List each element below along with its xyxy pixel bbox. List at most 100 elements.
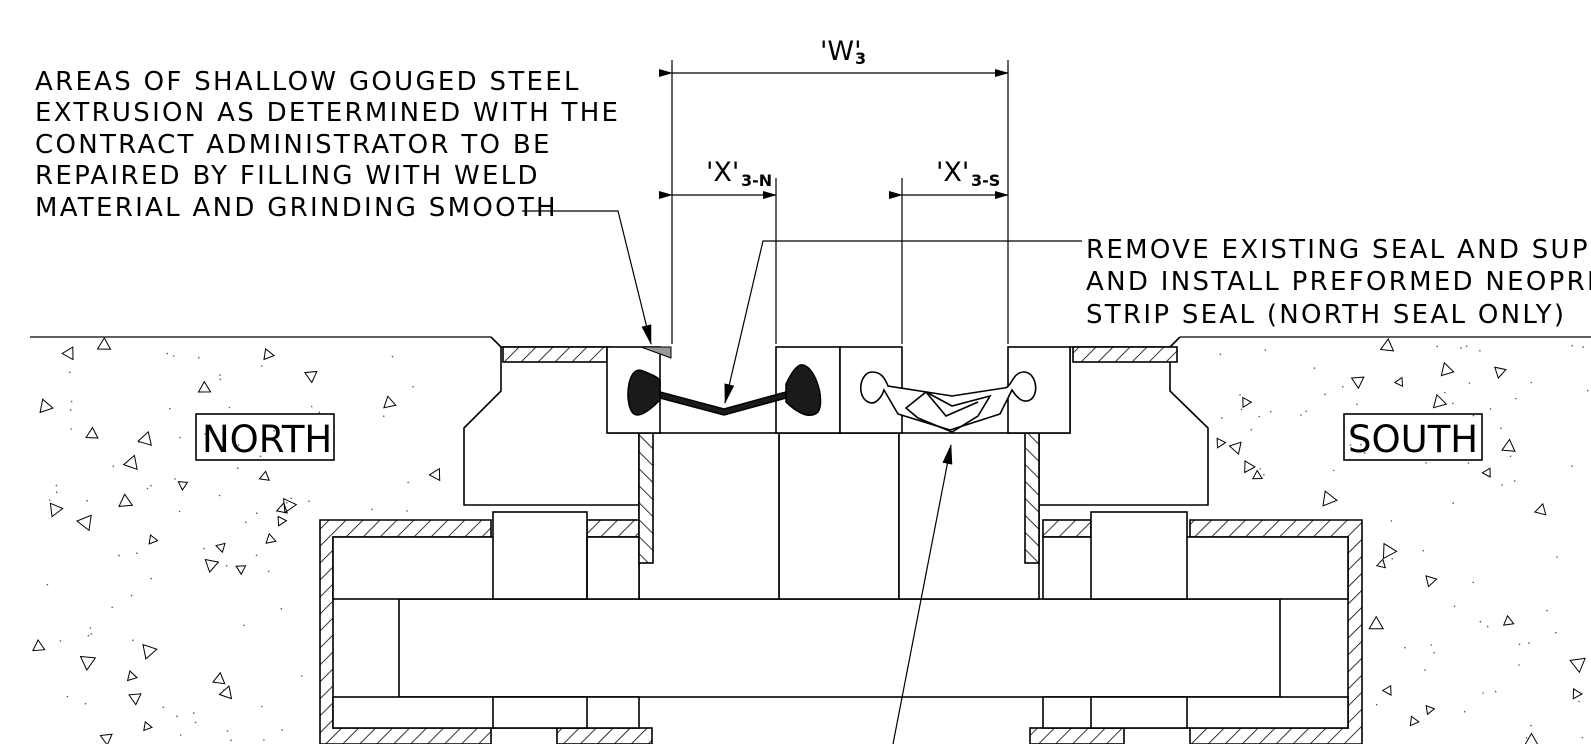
aggregate-dot	[1518, 643, 1521, 646]
aggregate-dot	[261, 705, 263, 708]
aggregate-dot	[1436, 345, 1438, 348]
aggregate-dot	[179, 734, 182, 736]
dimension-x3s-main: 'X'	[936, 157, 969, 188]
aggregate-dot	[407, 481, 409, 484]
aggregate-dot	[219, 378, 222, 381]
aggregate-dot	[1530, 724, 1532, 727]
seal-note-line-3: STRIP SEAL (NORTH SEAL ONLY)	[1086, 300, 1566, 330]
seal-note-leader	[724, 240, 1082, 404]
aggregate-dot	[1500, 427, 1502, 430]
aggregate-triangle	[1228, 441, 1242, 456]
aggregate-triangle	[1432, 393, 1448, 409]
aggregate-dot	[138, 441, 140, 444]
aggregate-triangle	[1375, 558, 1387, 569]
aggregate-dot	[55, 484, 58, 487]
aggregate-dot	[1546, 609, 1548, 612]
aggregate-dot	[225, 565, 228, 567]
dimension-x3n: 'X' 3-N	[706, 157, 772, 190]
aggregate-triangle	[1425, 575, 1438, 588]
aggregate-dot	[1465, 345, 1468, 348]
aggregate-dot	[1443, 391, 1446, 394]
aggregate-dot	[59, 640, 62, 642]
aggregate-dot	[281, 729, 283, 731]
aggregate-triangle	[235, 565, 247, 576]
aggregate-dot	[1578, 700, 1580, 703]
aggregate-dot	[1489, 408, 1492, 410]
aggregate-dot	[173, 355, 175, 357]
aggregate-dot	[273, 430, 275, 432]
aggregate-dot	[226, 730, 229, 732]
aggregate-dot	[1259, 468, 1261, 470]
aggregate-triangle	[263, 347, 276, 361]
aggregate-dot	[1250, 428, 1253, 431]
aggregate-dot	[49, 499, 51, 502]
aggregate-dot	[237, 467, 239, 470]
aggregate-triangle	[215, 542, 226, 554]
aggregate-dot	[1530, 381, 1532, 384]
repair-note-leader	[522, 210, 652, 345]
aggregate-dot	[69, 371, 71, 374]
aggregate-dot	[66, 695, 69, 698]
aggregate-triangle	[1501, 438, 1516, 452]
aggregate-dot	[218, 494, 221, 497]
aggregate-dot	[230, 739, 232, 741]
aggregate-dot	[308, 500, 310, 503]
aggregate-triangle	[148, 534, 159, 545]
aggregate-dot	[1422, 549, 1425, 552]
dimension-w3-main: 'W'	[820, 36, 862, 67]
aggregate-dot	[391, 355, 394, 358]
aggregate-dot	[169, 407, 171, 410]
aggregate-dot	[1360, 443, 1362, 446]
aggregate-dot	[245, 521, 247, 523]
aggregate-dot	[90, 633, 93, 635]
aggregate-dot	[237, 444, 240, 446]
aggregate-triangle	[79, 655, 97, 671]
dimension-x3s-sub: 3-S	[971, 171, 1000, 190]
aggregate-dot	[1433, 651, 1435, 654]
aggregate-dot	[150, 484, 152, 487]
aggregate-dot	[1513, 480, 1516, 482]
aggregate-dot	[301, 675, 303, 677]
repair-note-line-4: REPAIRED BY FILLING WITH WELD	[35, 161, 540, 191]
aggregate-dot	[259, 455, 262, 458]
repair-note: AREAS OF SHALLOW GOUGED STEEL EXTRUSION …	[35, 67, 652, 345]
aggregate-dot	[1239, 394, 1241, 396]
aggregate-triangle	[1251, 469, 1263, 480]
aggregate-triangle	[197, 380, 212, 393]
aggregate-triangle	[1322, 490, 1338, 507]
aggregate-dot	[290, 497, 293, 500]
aggregate-dot	[146, 487, 149, 490]
aggregate-triangle	[96, 336, 112, 350]
aggregate-dot	[255, 554, 258, 557]
dimension-x3n-sub: 3-N	[741, 171, 772, 190]
aggregate-dot	[267, 570, 270, 573]
aggregate-triangle	[126, 670, 138, 682]
aggregate-dot	[166, 352, 169, 355]
aggregate-dot	[1482, 692, 1484, 694]
aggregate-dot	[179, 436, 181, 439]
aggregate-dot	[1468, 382, 1471, 384]
dimension-x3n-main: 'X'	[706, 157, 739, 188]
aggregate-dot	[219, 374, 221, 376]
aggregate-triangle	[128, 693, 142, 706]
aggregate-triangle	[283, 497, 298, 514]
aggregate-dot	[1424, 669, 1426, 671]
aggregate-triangle	[39, 398, 54, 414]
aggregate-dot	[1479, 620, 1482, 623]
aggregate-dot	[1581, 736, 1584, 739]
aggregate-dot	[1332, 469, 1335, 472]
aggregate-dot	[198, 356, 200, 359]
south-label: SOUTH	[1343, 413, 1483, 461]
aggregate-dot	[132, 639, 134, 641]
aggregate-dot	[1305, 410, 1307, 413]
aggregate-dot	[406, 510, 408, 512]
aggregate-triangle	[1244, 460, 1256, 474]
dimension-w3: 'W' 3	[820, 36, 866, 68]
aggregate-dot	[1404, 646, 1406, 649]
aggregate-dot	[111, 606, 113, 609]
aggregate-triangle	[142, 643, 158, 660]
aggregate-dot	[1528, 642, 1530, 644]
aggregate-dot	[1324, 393, 1326, 396]
aggregate-dot	[1486, 625, 1489, 628]
